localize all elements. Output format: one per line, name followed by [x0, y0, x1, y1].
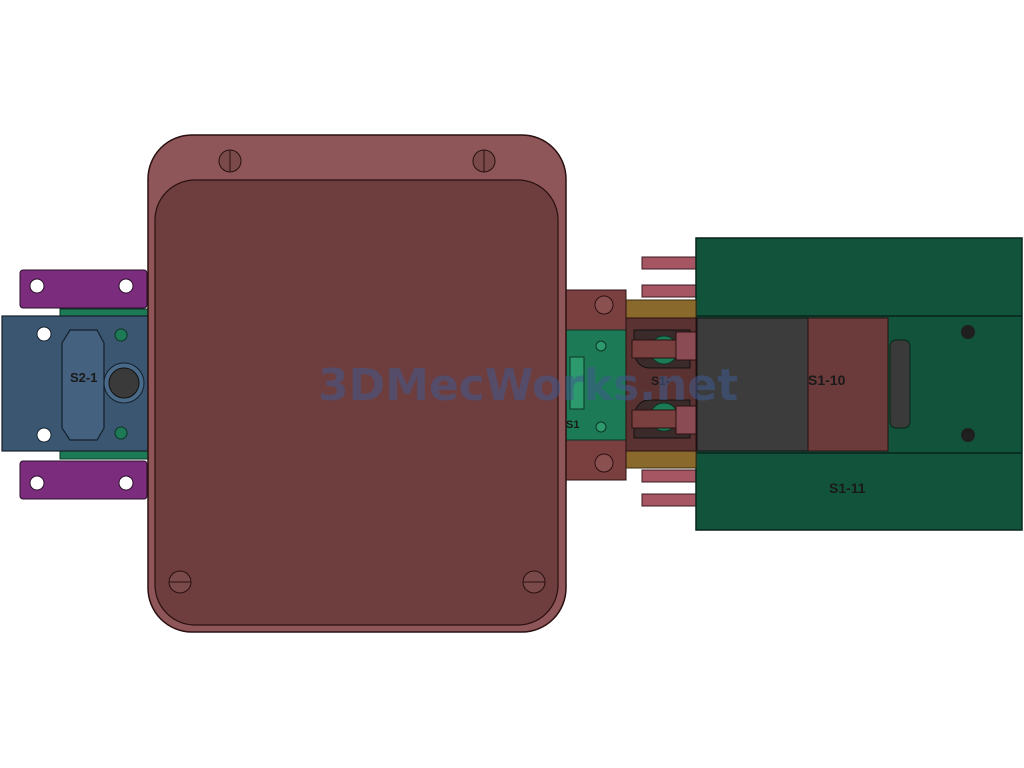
s1-window: [569, 356, 585, 410]
cover-inner: [154, 179, 559, 626]
screw-icon: [522, 570, 546, 594]
s1-9-cap: [675, 331, 697, 361]
housing-screw: [961, 428, 975, 442]
cover-plate: [147, 134, 567, 633]
s2-1-bolt-hole: [36, 427, 52, 443]
housing-screw: [961, 325, 975, 339]
s1-10-pad: [807, 317, 889, 452]
bottom-purple-bracket: [19, 460, 148, 500]
s1-screw: [594, 453, 614, 473]
bracket-hole: [29, 278, 45, 294]
left-clamp-assembly: S2-1: [1, 269, 149, 500]
cover-screws: [168, 149, 546, 594]
label-s2-1: S2-1: [70, 370, 97, 385]
top-purple-bracket: [19, 269, 148, 309]
s2-1-green-pin: [114, 328, 128, 342]
screw-icon: [168, 570, 192, 594]
s2-1-recess: [61, 329, 105, 441]
s1-screw: [594, 295, 614, 315]
label-s1-9: S1-: [651, 374, 670, 388]
s2-1-bolt-hole: [36, 326, 52, 342]
bronze-strip: [621, 299, 697, 321]
label-s1-10: S1-10: [808, 372, 846, 388]
screw-icon: [472, 149, 496, 173]
pink-pins: [641, 256, 697, 507]
s1-9-pin: [631, 339, 681, 359]
s1-pin: [595, 340, 607, 352]
s2-1-center-bore: [108, 367, 140, 399]
dark-insert: [696, 317, 809, 452]
s2-1-green-pin: [114, 426, 128, 440]
label-s1: S1: [566, 419, 579, 431]
bracket-hole: [29, 475, 45, 491]
s1-pin: [595, 421, 607, 433]
s1-9-pin: [631, 409, 681, 429]
right-assembly: S1 S1- S1-10 S1-11: [565, 237, 1023, 531]
green-strip: [59, 450, 149, 460]
screw-icon: [218, 149, 242, 173]
watermark-text: 3DMecWorks.net: [318, 360, 738, 411]
s1-plate-top: [565, 289, 627, 333]
label-s1-11: S1-11: [829, 480, 866, 496]
bracket-hole: [118, 278, 134, 294]
housing-slot: [889, 339, 911, 429]
bracket-hole: [118, 475, 134, 491]
s1-9-cap: [675, 405, 697, 435]
